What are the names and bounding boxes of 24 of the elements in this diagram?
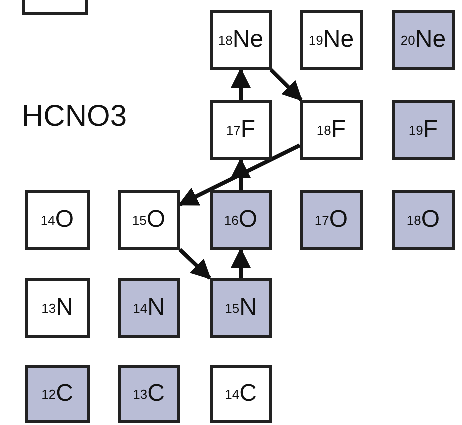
nuclide-box: $^{14}$C [210,365,272,423]
arrow [270,68,303,102]
nuclide-box: $^{14}$N [118,278,180,338]
nuclide-box: $^{15}$O [118,190,180,250]
nuclide-box: $^{19}$F [392,100,455,160]
nuclide-box: $^{17}$O [300,190,363,250]
cycle-label: HCNO3 [22,100,128,134]
nuclide-box: $^{17}$F [210,100,272,160]
nuclide-box: $^{18}$Ne [210,10,272,70]
nuclide-box: $^{18}$O [392,190,455,250]
arrow [178,248,212,280]
nuclide-box: $^{19}$Ne [300,10,363,70]
nuclide-box: $^{20}$Ne [392,10,455,70]
arrow [231,248,251,278]
arrow [178,144,301,206]
nuclide-box: $^{14}$O [25,190,90,250]
nuclide-box: $^{16}$O [210,190,272,250]
arrow [231,68,251,100]
nuclide-box: $^{13}$C [118,365,180,423]
nuclide-box: $^{12}$C [25,365,90,423]
nuclide-box: $^{15}$N [210,278,272,338]
nuclide-box: $^{18}$F [300,100,363,160]
arrow [231,158,251,190]
nuclide-box: $^{13}$N [25,278,90,338]
